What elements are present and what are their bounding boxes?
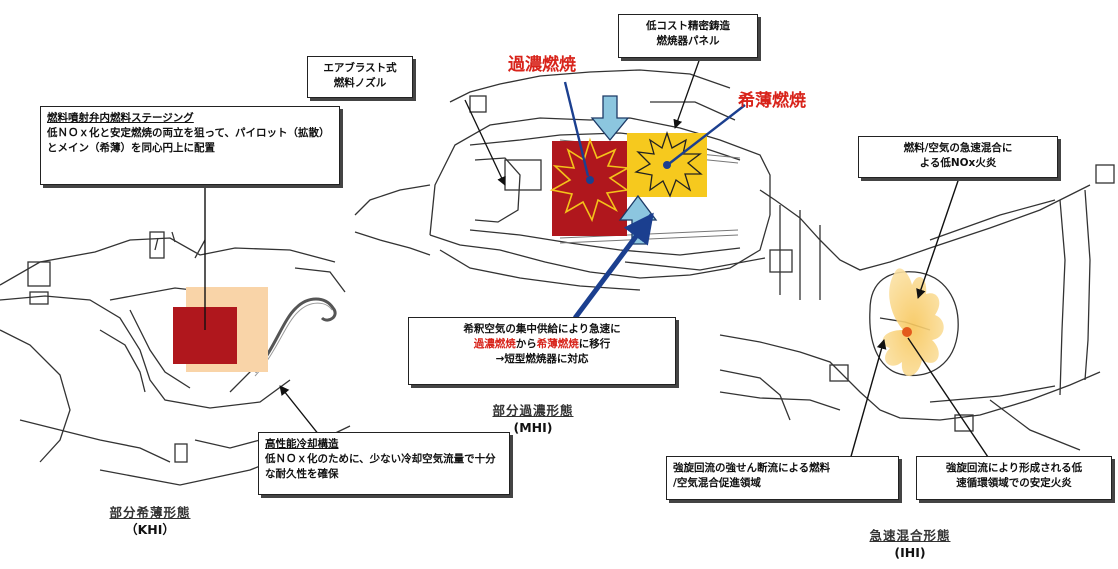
khi-liner-curve (253, 297, 337, 373)
mhi-caption-en: (MHI) (513, 419, 553, 435)
ihi-shear-box: 強旋回流の強せん断流による燃料 /空気混合促進領域 (666, 456, 899, 500)
mhi-transition-box: 希釈空気の集中供給により急速に 過濃燃焼から希薄燃焼に移行 →短型燃焼器に対応 (408, 317, 676, 385)
mhi-box-lean: 希薄燃焼 (536, 338, 579, 351)
ihi-recirc-line1: 強旋回流により形成される低 (945, 462, 1083, 474)
khi-staging-box: 燃料噴射弁内燃料ステージング 低ＮＯｘ化と安定燃焼の両立を狙って、パイロット（拡… (40, 106, 340, 185)
ihi-flame (882, 268, 944, 377)
mhi-lean-label: 希薄燃焼 (738, 91, 806, 111)
mhi-box-end: に移行 (578, 338, 611, 351)
khi-caption: 部分希薄形態 （KHI） (100, 505, 200, 539)
mhi-nozzle-line1: エアブラスト式 (323, 62, 397, 74)
ihi-shear-line1: 強旋回流の強せん断流による燃料 (673, 462, 831, 474)
ihi-flame-box: 燃料/空気の急速混合に よる低NOx火炎 (858, 136, 1058, 178)
khi-caption-en: （KHI） (125, 521, 175, 537)
mhi-combustor-drawing (354, 69, 771, 291)
mhi-box-line1: 希釈空気の集中供給により急速に (463, 323, 621, 335)
mhi-box-line2: 過濃燃焼から希薄燃焼に移行 (415, 337, 669, 352)
ihi-flame-line1: 燃料/空気の急速混合に (903, 142, 1013, 154)
mhi-panel-line2: 燃焼器パネル (656, 35, 720, 48)
ihi-flame-line2: よる低NOx火炎 (919, 157, 997, 170)
mhi-caption-ja: 部分過濃形態 (492, 403, 574, 418)
ihi-caption: 急速混合形態 (IHI) (855, 528, 965, 562)
ihi-shear-line2: /空気混合促進領域 (673, 477, 761, 490)
khi-cooling-box: 高性能冷却構造 低ＮＯｘ化のために、少ない冷却空気流量で十分な耐久性を確保 (258, 432, 510, 495)
ihi-recirc-box: 強旋回流により形成される低 速循環領域での安定火炎 (916, 456, 1112, 500)
mhi-nozzle-line2: 燃料ノズル (333, 77, 387, 90)
mhi-box-line3: →短型燃焼器に対応 (495, 353, 589, 366)
mhi-panel-box: 低コスト精密鋳造 燃焼器パネル (618, 14, 758, 58)
ihi-caption-en: (IHI) (894, 544, 926, 560)
khi-staging-body: 低ＮＯｘ化と安定燃焼の両立を狙って、パイロット（拡散）とメイン（希薄）を同心円上… (47, 127, 330, 155)
khi-staging-title: 燃料噴射弁内燃料ステージング (47, 112, 194, 124)
ihi-caption-ja: 急速混合形態 (869, 528, 951, 543)
khi-cooling-body: 低ＮＯｘ化のために、少ない冷却空気流量で十分な耐久性を確保 (265, 453, 496, 481)
ihi-combustor-drawing (719, 164, 1115, 451)
khi-caption-ja: 部分希薄形態 (109, 505, 191, 520)
mhi-transition-arrow (572, 212, 655, 320)
khi-cooling-title: 高性能冷却構造 (265, 438, 339, 450)
mhi-panel-line1: 低コスト精密鋳造 (646, 20, 730, 32)
mhi-box-rich: 過濃燃焼 (473, 338, 516, 351)
mhi-caption: 部分過濃形態 (MHI) (478, 403, 588, 437)
mhi-box-mid: から (515, 338, 537, 351)
ihi-recirc-line2: 速循環領域での安定火炎 (956, 477, 1072, 490)
mhi-nozzle-box: エアブラスト式 燃料ノズル (307, 56, 413, 98)
mhi-rich-label: 過濃燃焼 (508, 55, 576, 75)
